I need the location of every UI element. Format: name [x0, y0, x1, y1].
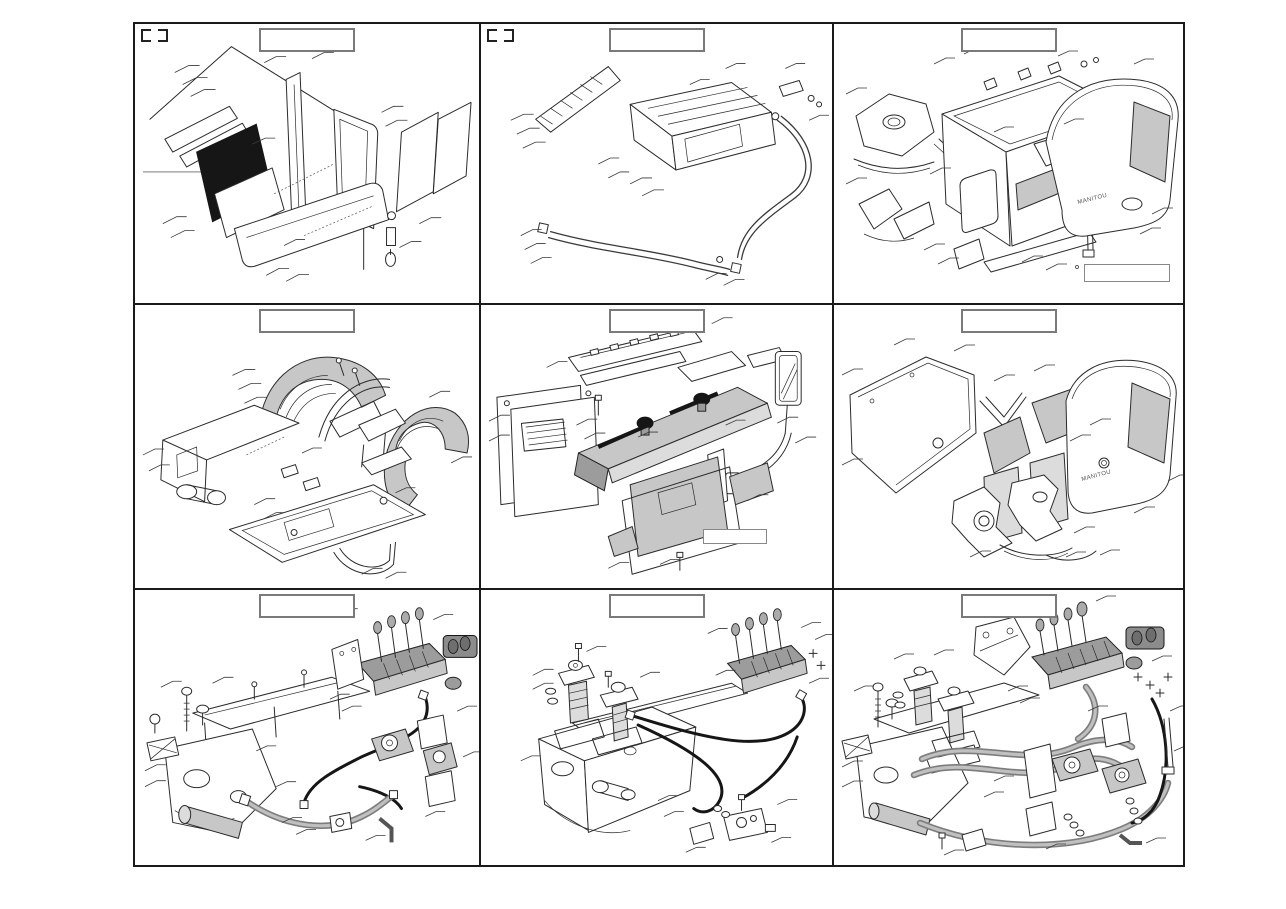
panel-dashboard [481, 305, 834, 590]
label-box [1084, 264, 1170, 282]
panel-title-box [259, 28, 355, 52]
dashboard-and-console-diagram [488, 317, 817, 575]
engine-hood-panels-diagram: MANITOU [841, 338, 1183, 561]
hydraulic-hose-routing-diagram [520, 608, 832, 853]
fenders-and-footstep-diagram [142, 356, 473, 579]
panel-hydraulic-tank-valve [135, 590, 481, 865]
roof-hose-routing-diagram [510, 63, 830, 286]
panel-title-box [960, 594, 1057, 618]
panel-hood-panels: MANITOU [834, 305, 1183, 590]
diagram-grid: MANITOU [133, 22, 1185, 867]
cab-glazing-diagram [142, 46, 472, 282]
chassis-and-hood-diagram: MANITOU [845, 47, 1179, 273]
hydraulic-tank-and-valve-diagram [144, 607, 479, 843]
panel-hydraulic-system [834, 590, 1183, 865]
hydraulic-system-diagram [841, 595, 1183, 856]
panel-roof-hoses [481, 24, 834, 305]
panel-title-box [259, 309, 355, 333]
panel-hose-routing [481, 590, 834, 865]
label-box [703, 529, 767, 544]
panel-title-box [608, 594, 705, 618]
panel-title-box [960, 309, 1057, 333]
panel-title-box [259, 594, 355, 618]
panel-title-box [608, 309, 705, 333]
register-marks-icon [141, 29, 168, 42]
panel-fenders [135, 305, 481, 590]
panel-chassis-hood: MANITOU [834, 24, 1183, 305]
panel-cab-glazing [135, 24, 481, 305]
panel-title-box [960, 28, 1057, 52]
panel-title-box [608, 28, 705, 52]
register-marks-icon [487, 29, 514, 42]
